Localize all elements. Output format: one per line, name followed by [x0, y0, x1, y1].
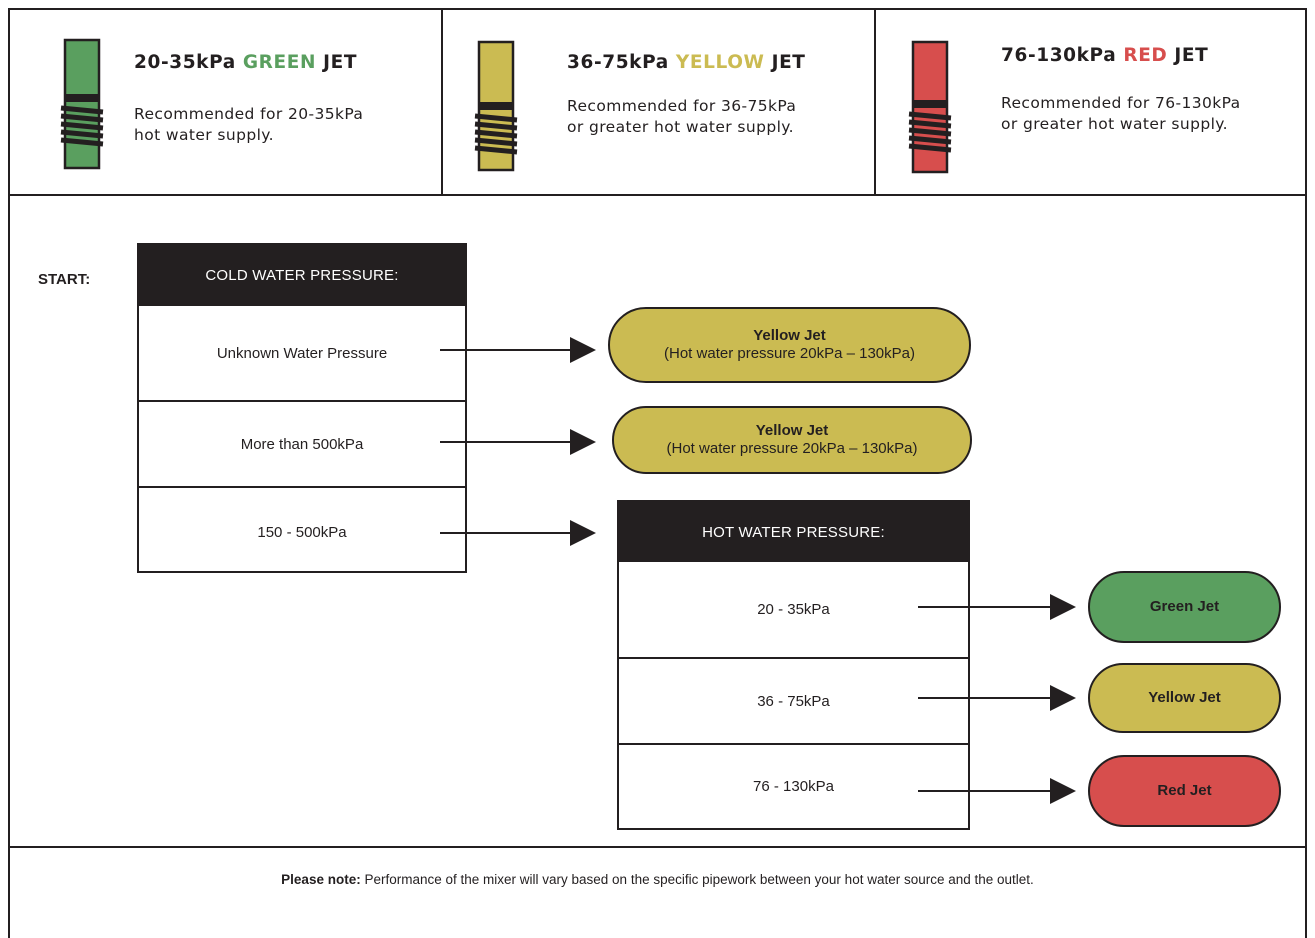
jet-title-yellow: 36-75kPa YELLOW JET: [567, 52, 806, 73]
result-subtitle: (Hot water pressure 20kPa – 130kPa): [664, 345, 915, 362]
jet-title-suffix: JET: [1167, 45, 1209, 66]
hot-water-pressure-table: HOT WATER PRESSURE: 20 - 35kPa 36 - 75kP…: [617, 500, 970, 830]
arrow-over-500-to-yellow: [440, 429, 596, 455]
note-text: Performance of the mixer will vary based…: [360, 872, 1034, 887]
cold-pressure-row-over-500: More than 500kPa: [139, 400, 465, 486]
jet-description-yellow: Recommended for 36-75kPa or greater hot …: [567, 96, 867, 138]
jet-description-line: or greater hot water supply.: [567, 118, 794, 136]
arrow-150-500-to-hot-table: [440, 520, 596, 546]
jet-description-green: Recommended for 20-35kPa hot water suppl…: [134, 104, 434, 146]
jet-title-pressure: 76-130kPa: [1001, 45, 1124, 66]
cold-water-pressure-table: COLD WATER PRESSURE: Unknown Water Press…: [137, 243, 467, 573]
cold-water-pressure-header: COLD WATER PRESSURE:: [139, 245, 465, 306]
header-column-divider-2: [874, 8, 876, 196]
result-subtitle: (Hot water pressure 20kPa – 130kPa): [666, 440, 918, 457]
result-title: Yellow Jet: [753, 327, 826, 344]
result-yellow-jet-over-500: Yellow Jet (Hot water pressure 20kPa – 1…: [612, 406, 972, 474]
hot-pressure-row-20-35: 20 - 35kPa: [757, 601, 830, 618]
jet-description-line: or greater hot water supply.: [1001, 115, 1228, 133]
hot-pressure-row-36-75: 36 - 75kPa: [619, 657, 968, 743]
jet-description-line: hot water supply.: [134, 126, 274, 144]
arrow-76-130-to-red: [918, 778, 1076, 804]
green-jet-icon: [60, 38, 104, 170]
jet-title-red: 76-130kPa RED JET: [1001, 45, 1208, 66]
footer-divider: [8, 846, 1307, 848]
jet-title-color-word: RED: [1123, 45, 1168, 66]
result-yellow-jet: Yellow Jet: [1088, 663, 1281, 733]
result-green-jet: Green Jet: [1088, 571, 1281, 643]
header-column-divider-1: [441, 8, 443, 196]
result-title: Yellow Jet: [755, 422, 829, 439]
jet-description-line: Recommended for 76-130kPa: [1001, 94, 1241, 112]
result-title: Green Jet: [1149, 598, 1220, 615]
jet-description-red: Recommended for 76-130kPa or greater hot…: [1001, 93, 1301, 135]
hot-water-pressure-header: HOT WATER PRESSURE:: [619, 502, 968, 562]
arrow-36-75-to-yellow: [918, 685, 1076, 711]
jet-title-color-word: YELLOW: [675, 52, 765, 73]
jet-title-suffix: JET: [764, 52, 806, 73]
jet-title-pressure: 36-75kPa: [567, 52, 676, 73]
start-label: START:: [38, 271, 91, 288]
cold-pressure-row-150-500: 150 - 500kPa: [139, 486, 465, 571]
cold-pressure-row-unknown: Unknown Water Pressure: [216, 344, 388, 362]
footer-note: Please note: Performance of the mixer wi…: [0, 872, 1315, 887]
result-title: Red Jet: [1157, 782, 1212, 799]
note-label: Please note:: [281, 872, 361, 887]
header-divider: [8, 194, 1307, 196]
hot-pressure-row-76-130: 76 - 130kPa: [619, 743, 968, 828]
arrow-20-35-to-green: [918, 594, 1076, 620]
arrow-unknown-to-yellow: [440, 337, 596, 363]
jet-title-pressure: 20-35kPa: [134, 52, 243, 73]
jet-title-color-word: GREEN: [242, 52, 317, 73]
yellow-jet-icon: [474, 40, 518, 172]
jet-title-green: 20-35kPa GREEN JET: [134, 52, 357, 73]
outer-frame: [8, 8, 1307, 938]
jet-title-suffix: JET: [316, 52, 358, 73]
jet-description-line: Recommended for 20-35kPa: [134, 105, 364, 123]
result-title: Yellow Jet: [1148, 689, 1221, 706]
red-jet-icon: [908, 40, 952, 174]
result-red-jet: Red Jet: [1088, 755, 1281, 827]
result-yellow-jet-unknown: Yellow Jet (Hot water pressure 20kPa – 1…: [608, 307, 971, 383]
jet-description-line: Recommended for 36-75kPa: [567, 97, 797, 115]
